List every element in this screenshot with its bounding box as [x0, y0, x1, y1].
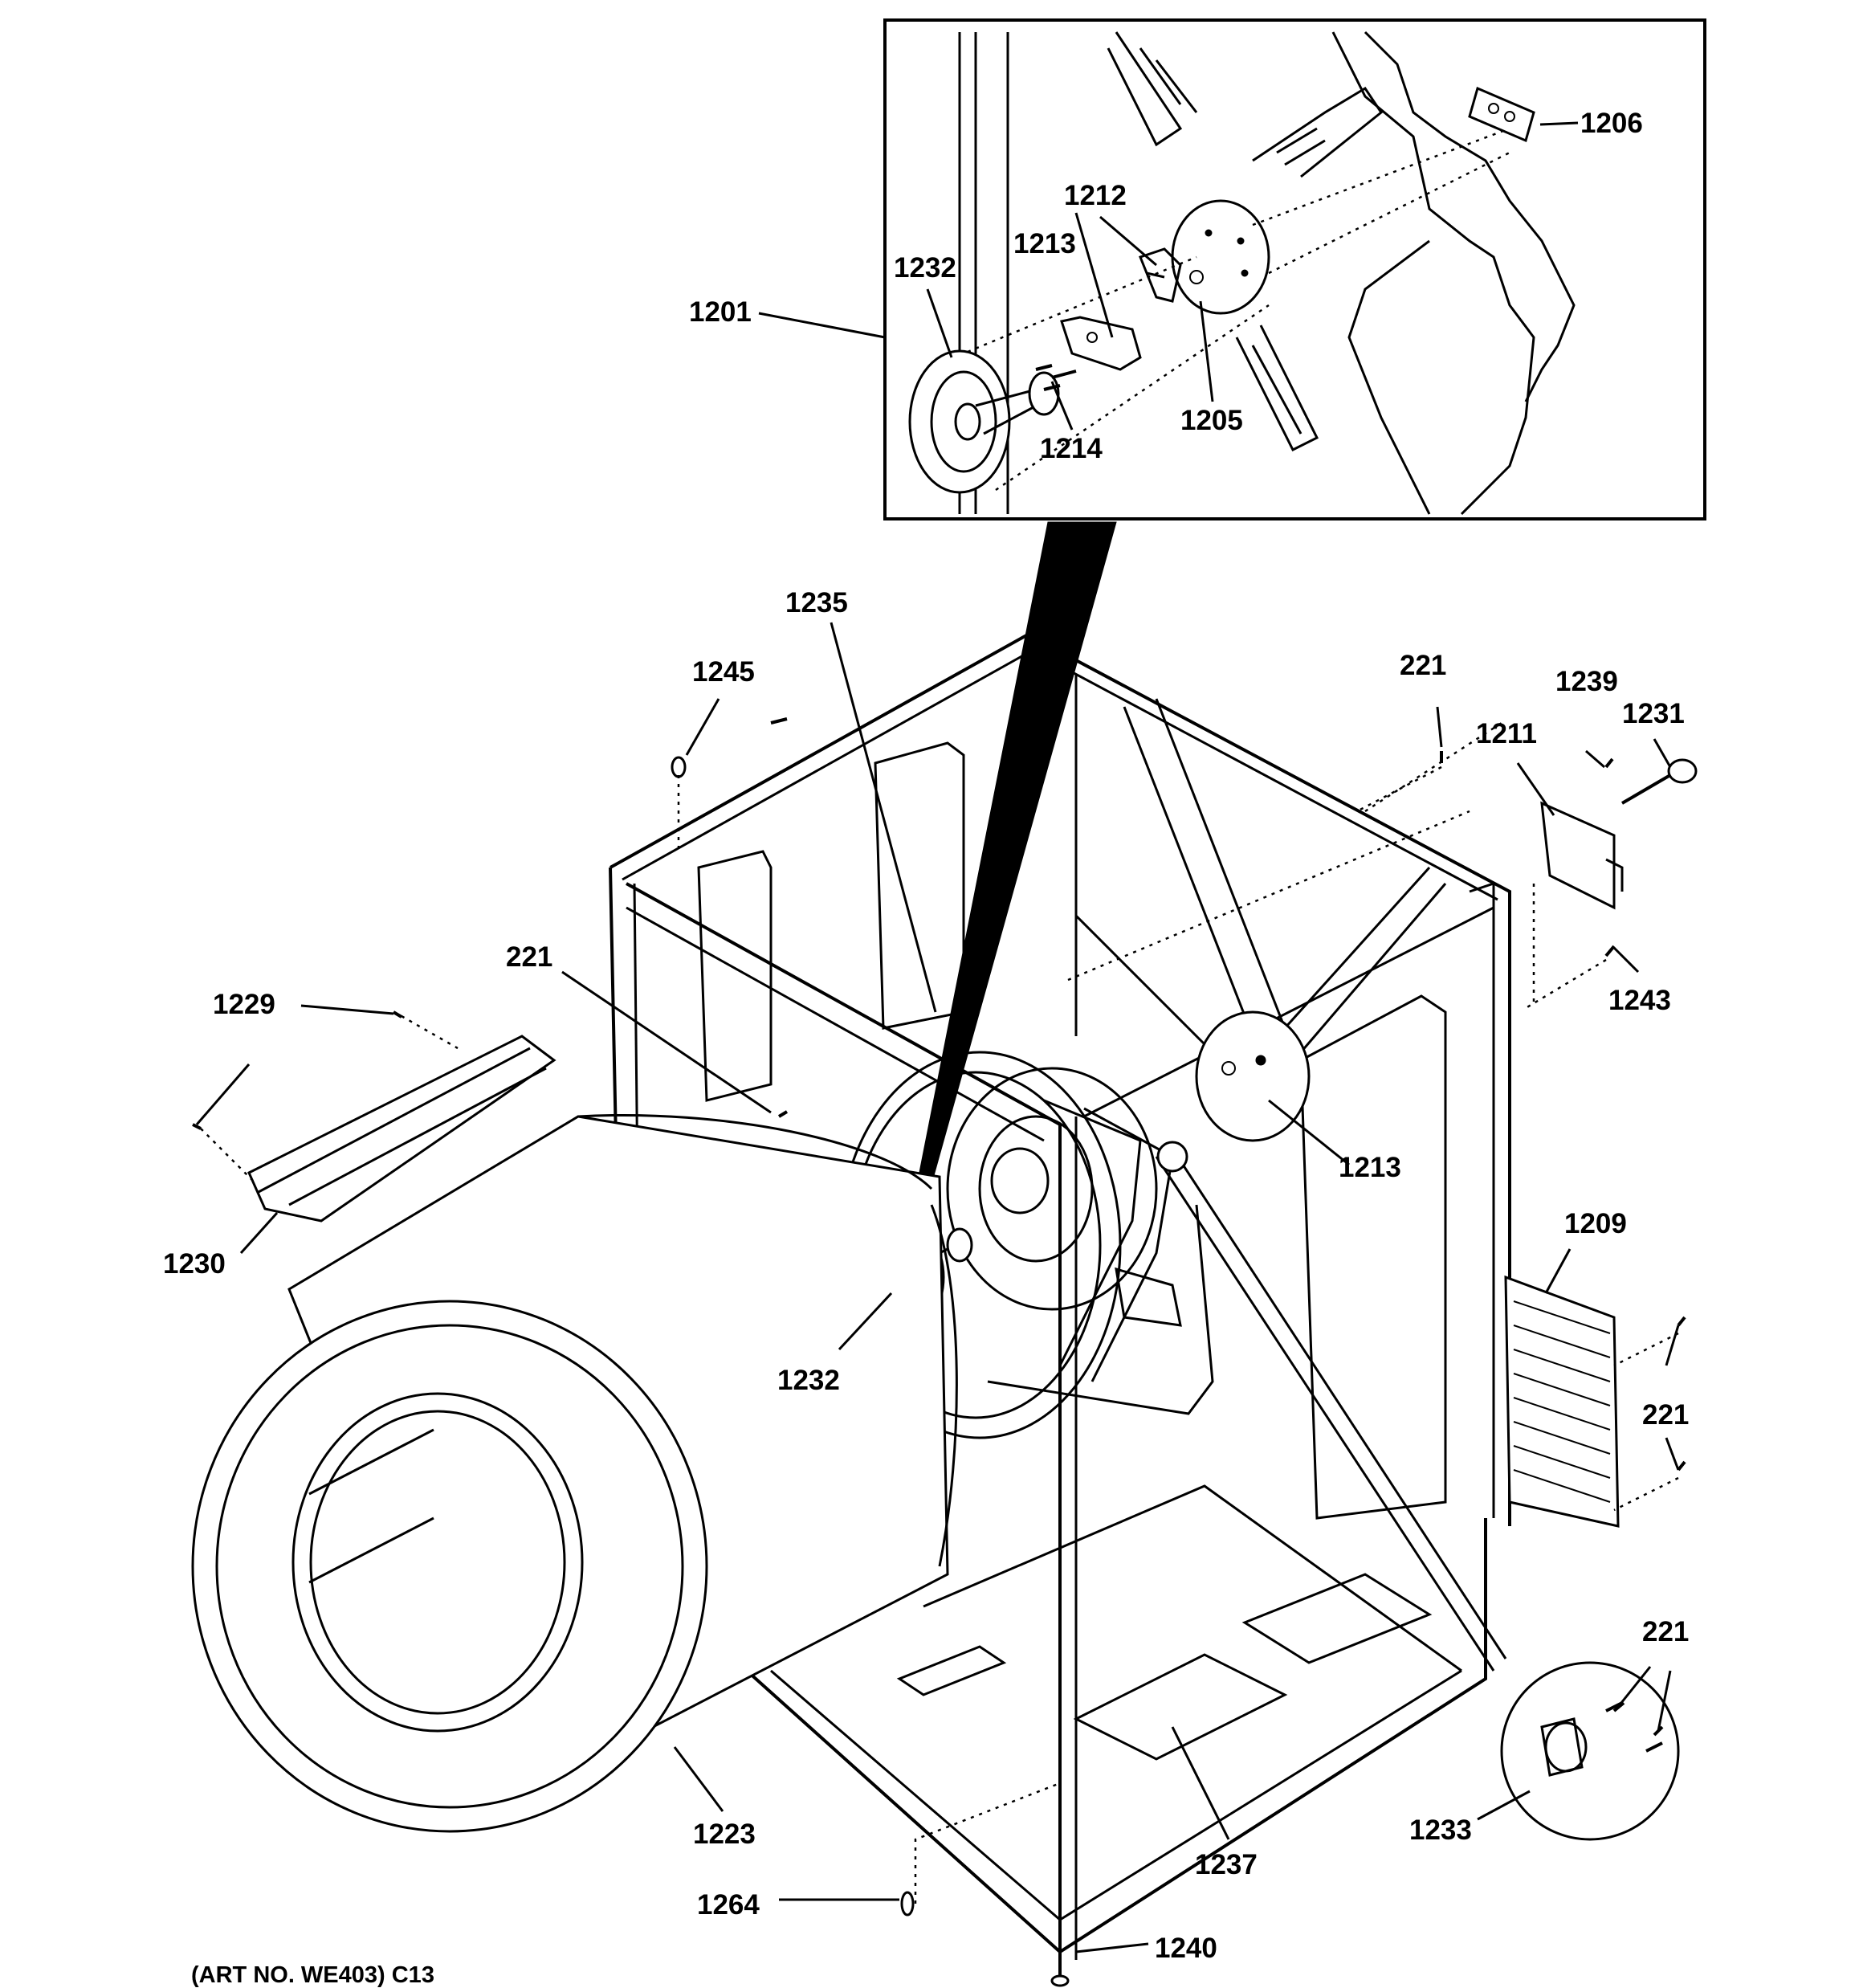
drum: [191, 1113, 958, 1833]
part-1209: [1504, 1275, 1620, 1528]
inset-detail: [883, 18, 1706, 520]
label-221-top: 221: [1400, 650, 1446, 681]
label-221-left: 221: [506, 941, 552, 973]
part-1231: [1620, 758, 1698, 805]
label-221-bottom: 221: [1642, 1616, 1689, 1647]
label-1231: 1231: [1622, 698, 1685, 729]
label-1232: 1232: [777, 1365, 840, 1396]
part-1211: [1540, 801, 1624, 910]
label-1230: 1230: [163, 1248, 226, 1280]
label-1229: 1229: [213, 989, 275, 1020]
label-1232-inset: 1232: [894, 252, 956, 284]
assembly-lines: [200, 765, 1679, 1960]
label-1245: 1245: [692, 656, 755, 688]
label-1240: 1240: [1155, 1933, 1217, 1964]
label-1211: 1211: [1476, 718, 1537, 749]
label-221-right: 221: [1642, 1399, 1689, 1431]
label-1233: 1233: [1409, 1815, 1472, 1846]
label-1235: 1235: [785, 587, 848, 618]
label-1214: 1214: [1040, 433, 1103, 464]
part-labels: 1201 1206 1212 1213 1232 1214 1205 1235 …: [163, 108, 1689, 1988]
label-1213: 1213: [1339, 1152, 1401, 1183]
label-1205: 1205: [1180, 405, 1243, 436]
label-1209: 1209: [1564, 1208, 1627, 1239]
art-number: (ART NO. WE403) C13: [191, 1962, 434, 1988]
label-1264: 1264: [697, 1889, 760, 1921]
label-1223: 1223: [693, 1819, 756, 1850]
leader-lines: [195, 622, 1680, 1953]
label-1201: 1201: [689, 296, 752, 328]
label-1239: 1239: [1555, 666, 1618, 697]
part-1233-detail: [1500, 1661, 1680, 1841]
label-1213-inset: 1213: [1013, 228, 1076, 259]
part-1230: [247, 1035, 556, 1223]
label-1237: 1237: [1195, 1849, 1258, 1880]
label-1206: 1206: [1580, 108, 1643, 139]
label-1243: 1243: [1608, 985, 1671, 1016]
label-1212: 1212: [1064, 180, 1127, 211]
